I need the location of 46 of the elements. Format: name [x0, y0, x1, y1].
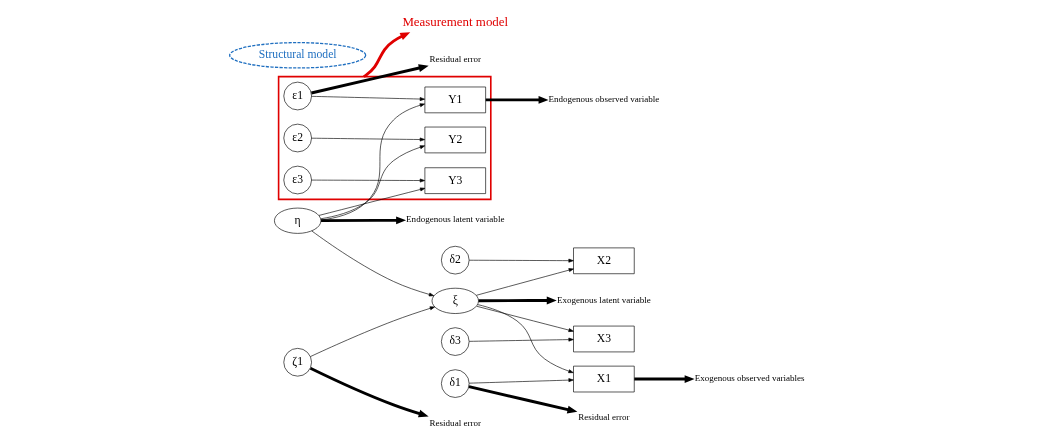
node-box: X1 — [573, 365, 635, 393]
node-text: Residual error — [578, 412, 630, 423]
arrow — [311, 137, 425, 142]
node-box: Y1 — [424, 86, 486, 114]
arrow — [477, 304, 574, 374]
arrow — [311, 230, 435, 297]
node-box: Y2 — [424, 126, 486, 154]
arrow — [310, 306, 435, 357]
arrow — [468, 385, 578, 414]
arrow — [321, 216, 407, 225]
node-text: Residual error — [429, 418, 481, 429]
arrow — [468, 337, 574, 342]
node-box: Y3 — [424, 167, 486, 194]
node-text: Measurement model — [402, 13, 509, 29]
arrow — [485, 95, 549, 104]
arrow — [311, 96, 425, 101]
cluster — [277, 75, 492, 201]
node-text: Endogenous latent variable — [406, 214, 505, 225]
node-ellipse: Structural model — [229, 42, 367, 69]
node-circle: ε1 — [283, 81, 312, 111]
node-text: Endogenous observed variable — [548, 94, 660, 105]
arrow — [309, 366, 429, 418]
node-text: Residual error — [429, 54, 481, 65]
node-circle: ε3 — [283, 165, 312, 195]
node-text: Exogenous observed variables — [694, 373, 805, 384]
arrow — [311, 178, 425, 183]
node-circle: ζ1 — [283, 348, 312, 377]
arrow — [362, 32, 411, 78]
arrow — [476, 268, 574, 296]
node-circle: δ2 — [441, 245, 470, 275]
arrow — [476, 305, 574, 332]
node-ellipse: η — [274, 207, 322, 234]
node-circle: ε2 — [283, 123, 312, 153]
node-box: X2 — [573, 247, 635, 275]
arrow — [478, 296, 557, 305]
arrow — [320, 145, 426, 220]
arrow — [468, 258, 574, 263]
arrow — [311, 64, 429, 95]
arrow — [320, 103, 425, 221]
arrow — [318, 187, 426, 216]
node-circle: δ3 — [441, 327, 470, 356]
arrow — [634, 375, 695, 383]
arrow — [468, 378, 574, 384]
node-text: Exogenous latent variable — [556, 294, 651, 305]
node-circle: δ1 — [441, 369, 470, 398]
node-box: X3 — [573, 325, 635, 353]
